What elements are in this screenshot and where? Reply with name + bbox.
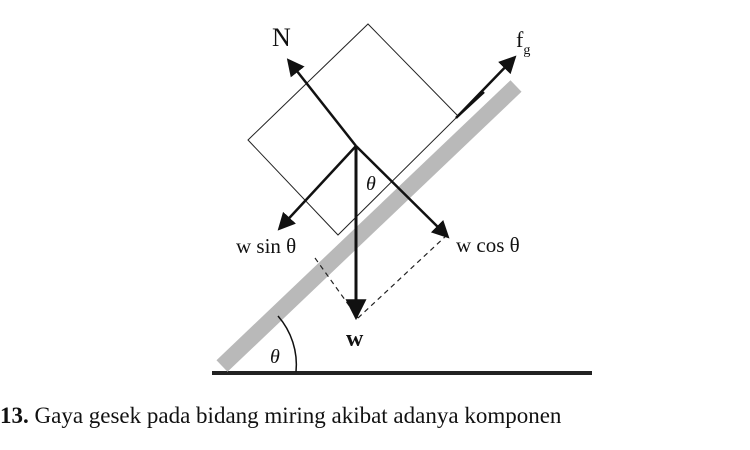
dashed-line-sin: [314, 257, 359, 319]
base-angle-arc: [277, 315, 298, 373]
dashed-line-cos: [357, 233, 449, 319]
w-sin-label: w sin θ: [236, 234, 296, 258]
w-cos-label: w cos θ: [456, 233, 520, 257]
incline-plane: [216, 80, 522, 372]
block: [247, 23, 459, 236]
theta-block-label: θ: [366, 173, 376, 195]
weight-label: w: [346, 326, 364, 352]
figure-number: 13.: [0, 403, 29, 428]
w-sin-arrow: [277, 145, 357, 231]
theta-base-label: θ: [270, 346, 280, 368]
caption-text: Gaya gesek pada bidang miring akibat ada…: [34, 403, 562, 428]
w-cos-arrow: [355, 145, 450, 239]
figure-caption: 13. Gaya gesek pada bidang miring akibat…: [0, 396, 750, 436]
friction-arrow: [455, 55, 517, 119]
friction-label: fg: [516, 27, 530, 58]
normal-force-arrow: [286, 58, 357, 147]
normal-force-label: N: [272, 23, 291, 52]
